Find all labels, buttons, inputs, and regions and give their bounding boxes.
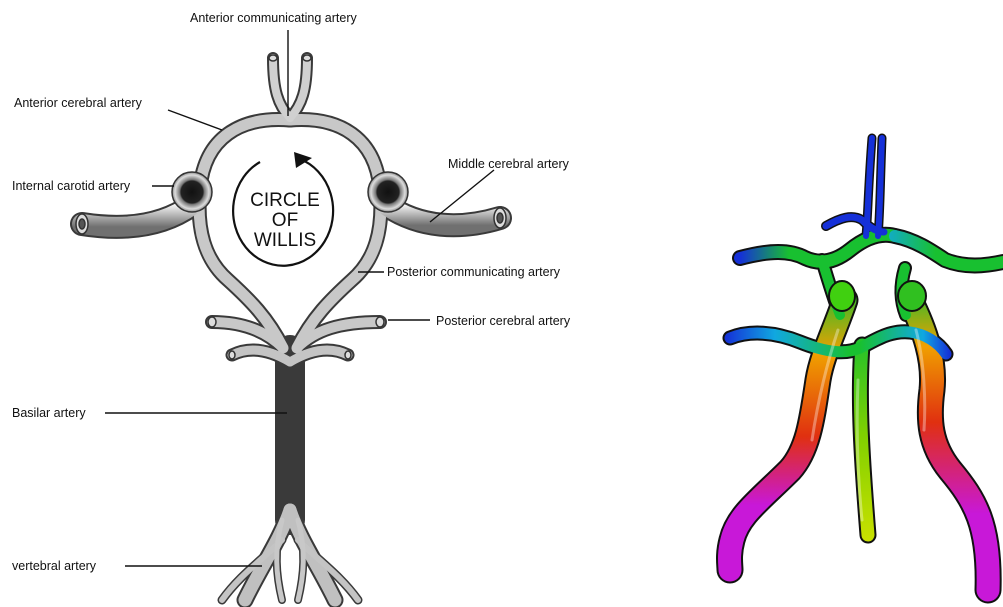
- left-internal-carotid-section: [172, 172, 212, 212]
- label-anterior-cerebral-artery: Anterior cerebral artery: [14, 96, 143, 110]
- model-anterior-arc-left: [740, 235, 895, 262]
- right-anterior-branch: [290, 58, 307, 118]
- label-anterior-communicating-artery: Anterior communicating artery: [190, 11, 357, 25]
- label-internal-carotid-artery: Internal carotid artery: [12, 179, 131, 193]
- circle-of-willis-marker: CIRCLE OF WILLIS: [233, 152, 333, 266]
- center-text-line-3: WILLIS: [254, 230, 316, 251]
- model-left-carotid-bulb: [829, 281, 855, 311]
- vessel-3d-model: [730, 138, 1003, 590]
- label-posterior-cerebral-artery: Posterior cerebral artery: [436, 314, 571, 328]
- schematic-diagram: CIRCLE OF WILLIS Anterior communicating …: [12, 11, 571, 600]
- label-basilar-artery: Basilar artery: [12, 406, 86, 420]
- label-middle-cerebral-artery: Middle cerebral artery: [448, 157, 570, 171]
- model-right-carotid-bulb: [898, 281, 926, 311]
- center-text-line-2: OF: [272, 210, 298, 231]
- center-text-line-1: CIRCLE: [250, 190, 320, 211]
- right-middle-cerebral-vessel: [386, 205, 500, 225]
- label-posterior-communicating-artery: Posterior communicating artery: [387, 265, 561, 279]
- model-anterior-branch-2: [878, 138, 882, 236]
- right-internal-carotid-section: [368, 172, 408, 212]
- model-anterior-arc-right: [895, 236, 1003, 266]
- vessel-fills: [82, 58, 500, 600]
- label-vertebral-artery: vertebral artery: [12, 559, 97, 573]
